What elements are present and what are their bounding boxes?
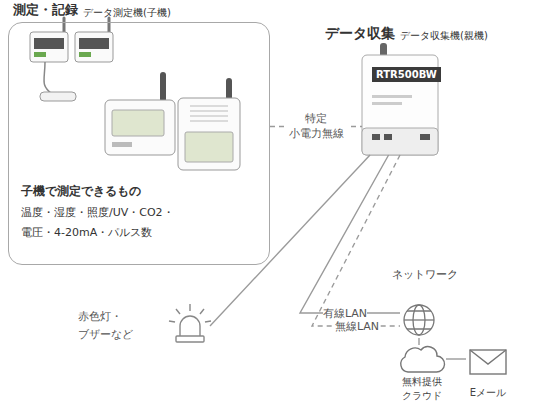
list-heading: 子機で測定できるもの bbox=[21, 183, 141, 199]
connector-line bbox=[312, 155, 400, 326]
connector-label: 無線LAN bbox=[335, 320, 379, 333]
network-label: ネットワーク bbox=[392, 268, 458, 282]
section-heading: 測定・記録 bbox=[13, 1, 78, 18]
connector-line bbox=[418, 338, 419, 345]
connector-line bbox=[210, 155, 370, 326]
small-logger-illustration bbox=[30, 18, 113, 101]
base-station-box: データ収集データ収集機(親機)RTR500BW bbox=[362, 55, 438, 155]
warning-light-symbol bbox=[169, 304, 211, 342]
cloud-label: 無料提供 クラウド bbox=[398, 375, 446, 403]
cloud-box: 無料提供 クラウド bbox=[398, 345, 446, 407]
envelope-symbol bbox=[470, 350, 506, 374]
section-subheading: データ測定機(子機) bbox=[83, 6, 171, 19]
connector-label: 有線LAN bbox=[323, 307, 367, 320]
base-station-illustration bbox=[362, 43, 438, 155]
email-box: Eメール bbox=[466, 347, 510, 405]
globe-symbol bbox=[404, 305, 434, 335]
cloud-symbol bbox=[401, 347, 445, 372]
connector-line bbox=[446, 358, 466, 359]
measurement-list: 温度・湿度・照度/UV・CO2・ 電圧・4-20mA・パルス数 bbox=[21, 203, 191, 243]
model-label: RTR500BW bbox=[372, 67, 441, 82]
network-box: ネットワーク bbox=[400, 268, 440, 338]
connector-label: 特定 小電力無線 bbox=[285, 111, 347, 141]
section-subheading: データ収集機(親機) bbox=[400, 29, 488, 42]
section-heading: データ収集 bbox=[325, 24, 395, 42]
alarm-box: 赤色灯・ ブザーなど bbox=[75, 305, 210, 347]
alarm-label: 赤色灯・ ブザーなど bbox=[78, 308, 140, 344]
logger-device-illustration bbox=[105, 72, 240, 170]
connector-line bbox=[300, 155, 400, 313]
measure-group-box: 測定・記録データ測定機(子機)子機で測定できるもの温度・湿度・照度/UV・CO2… bbox=[8, 22, 270, 265]
email-label: Eメール bbox=[466, 386, 510, 399]
